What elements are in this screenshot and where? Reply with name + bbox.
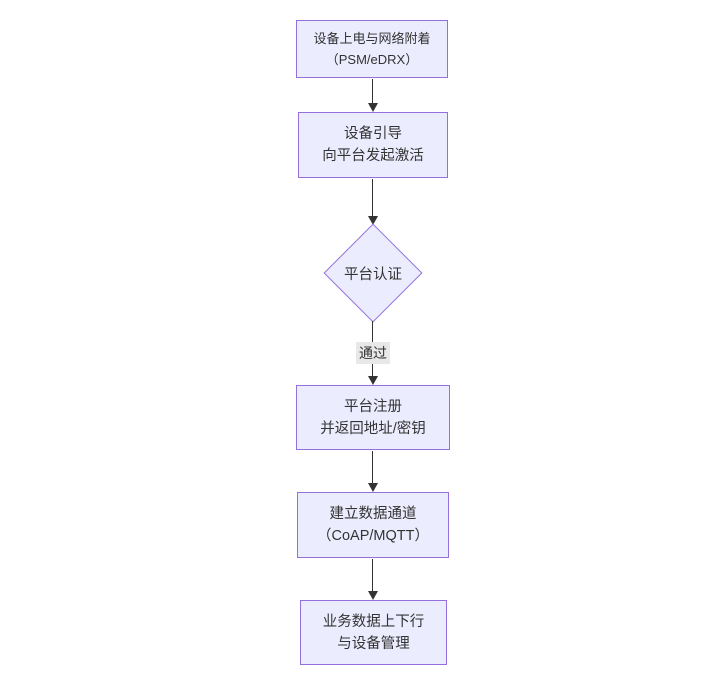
node-text-line: 与设备管理: [337, 635, 410, 652]
edge-line: [372, 79, 373, 105]
arrow-down-icon: [368, 216, 378, 225]
flow-node-power-attach: 设备上电与网络附着 （PSM/eDRX）: [296, 20, 448, 78]
arrow-down-icon: [368, 376, 378, 385]
flow-node-platform-auth: 平台认证: [323, 223, 423, 323]
node-text-line: 业务数据上下行: [322, 613, 425, 630]
node-text-line: 设备引导: [344, 126, 402, 142]
node-text-line: 平台注册: [344, 398, 402, 415]
edge-line: [372, 451, 373, 484]
node-text-line: 向平台发起激活: [322, 148, 424, 164]
edge-line: [372, 559, 373, 592]
flow-node-business: 业务数据上下行 与设备管理: [300, 600, 447, 665]
flow-node-bootstrap: 设备引导 向平台发起激活: [298, 112, 448, 178]
node-text-line: 建立数据通道: [329, 506, 417, 522]
node-text-line: 设备上电与网络附着: [313, 31, 431, 46]
node-text-line: （CoAP/MQTT）: [317, 528, 429, 544]
flow-node-data-channel: 建立数据通道 （CoAP/MQTT）: [297, 492, 449, 558]
edge-label-pass: 通过: [356, 342, 390, 364]
node-text-line: 平台认证: [344, 266, 402, 283]
flow-node-register: 平台注册 并返回地址/密钥: [296, 385, 450, 450]
edge-line: [372, 179, 373, 216]
arrow-down-icon: [368, 103, 378, 112]
arrow-down-icon: [368, 591, 378, 600]
node-text-line: （PSM/eDRX）: [325, 52, 419, 67]
arrow-down-icon: [368, 483, 378, 492]
node-text-line: 并返回地址/密钥: [320, 420, 426, 437]
